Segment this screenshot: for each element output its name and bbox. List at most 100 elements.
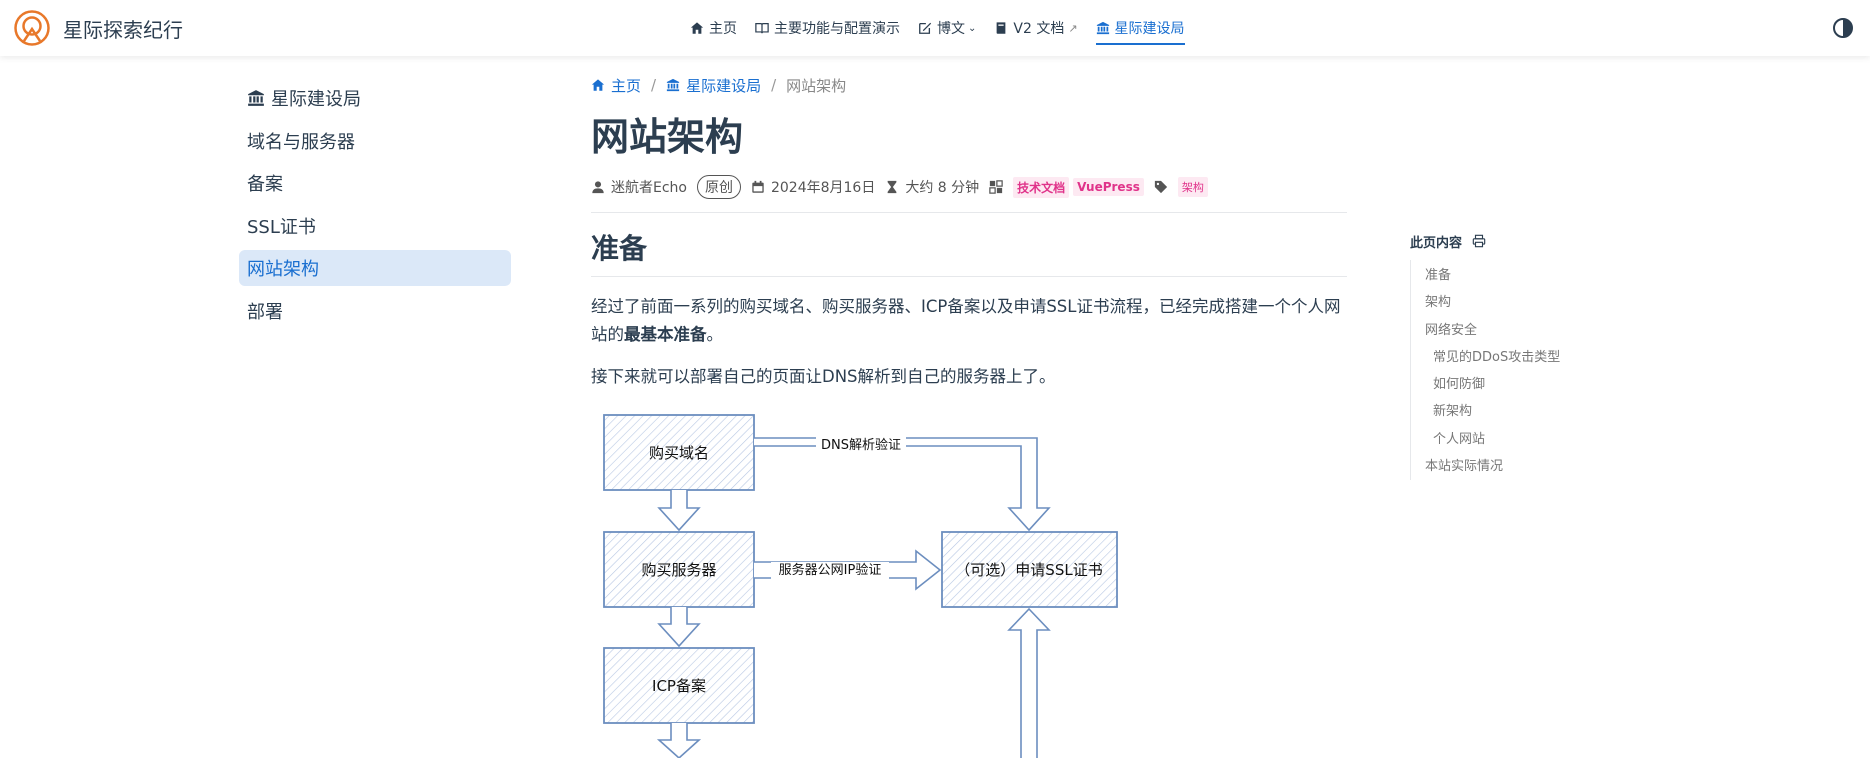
sidebar-item-icp[interactable]: 备案	[239, 165, 511, 201]
author-name: 迷航者Echo	[611, 180, 687, 196]
flow-diagram-svg: 购买域名 购买服务器 ICP备案 （可选）申请SSL证书	[603, 414, 1118, 758]
sidebar-item-construction-bureau[interactable]: 星际建设局	[239, 80, 511, 116]
main-nav: 主页 主要功能与配置演示 博文 ⌄ V2 文档 ↗ 星际建设局	[690, 0, 1203, 56]
toc-item[interactable]: 架构	[1425, 295, 1452, 311]
edit-icon	[919, 22, 932, 34]
topic-tag[interactable]: 架构	[1177, 177, 1208, 197]
sidebar-item-label: 域名与服务器	[247, 131, 355, 153]
sidebar-item-label: 网站架构	[247, 259, 319, 280]
toc-list: 准备 架构 网络安全 常见的DDoS攻击类型 如何防御 新架构 个人网站 本站实…	[1410, 260, 1660, 481]
toc-item[interactable]: 网络安全	[1425, 322, 1478, 338]
main-content: 主页 / 星际建设局 / 网站架构 网站架构 迷航者Echo 原创 2024年8…	[591, 70, 1347, 758]
original-badge: 原创	[696, 175, 741, 199]
sidebar-item-label: SSL证书	[247, 216, 316, 238]
arrow-icp-down	[656, 723, 702, 758]
calendar-icon	[752, 180, 764, 193]
edge-label-bg	[771, 562, 889, 579]
external-link-icon: ↗	[1068, 21, 1078, 35]
table-of-contents: 此页内容 准备 架构 网络安全 常见的DDoS攻击类型 如何防御 新架构 个人网…	[1410, 226, 1660, 481]
nav-label: 博文	[937, 21, 965, 37]
breadcrumb-section[interactable]: 星际建设局	[666, 75, 761, 96]
paragraph-2: 接下来就可以部署自己的页面让DNS解析到自己的服务器上了。	[591, 367, 1056, 386]
sidebar-item-label: 部署	[247, 301, 283, 323]
brand-logo-icon	[14, 10, 50, 46]
box-buy-domain: 购买域名	[603, 414, 755, 491]
breadcrumb-separator: /	[771, 76, 777, 94]
box-buy-server: 购买服务器	[603, 531, 755, 608]
home-icon	[591, 79, 605, 91]
edge-label-server-ip: 服务器公网IP验证	[779, 562, 882, 578]
architecture-flow-diagram: 购买域名 购买服务器 ICP备案 （可选）申请SSL证书	[591, 408, 1151, 758]
nav-item-home[interactable]: 主页	[690, 13, 737, 43]
edge-label-bg	[816, 435, 906, 453]
breadcrumb-separator: /	[651, 76, 657, 94]
sidebar-item-deploy[interactable]: 部署	[239, 293, 511, 329]
breadcrumb: 主页 / 星际建设局 / 网站架构	[591, 70, 1347, 100]
nav-item-features[interactable]: 主要功能与配置演示	[755, 13, 900, 43]
breadcrumb-home-label: 主页	[611, 76, 642, 95]
sidebar-item-label: 星际建设局	[271, 89, 361, 110]
sidebar-item-architecture[interactable]: 网站架构	[239, 250, 511, 286]
brand-link[interactable]: 星际探索纪行	[14, 8, 183, 48]
bank-icon	[666, 78, 680, 92]
edge-label-dns: DNS解析验证	[821, 437, 901, 453]
date-info: 2024年8月16日	[751, 177, 875, 197]
paragraph-text: 经过了前面一系列的购买域名、购买服务器、ICP备案以及申请SSL证书流程，已经完…	[591, 297, 1341, 344]
toc-item[interactable]: 准备	[1425, 268, 1452, 283]
top-navbar: 星际探索纪行 主页 主要功能与配置演示 博文 ⌄ V2 文档 ↗ 星际建设局	[0, 0, 1870, 56]
paragraph-bold-text: 最基本准备	[624, 325, 707, 344]
sidebar-item-domain-server[interactable]: 域名与服务器	[239, 123, 511, 159]
category-tag[interactable]: VuePress	[1073, 178, 1144, 196]
reading-time-info: 大约 8 分钟	[885, 177, 979, 197]
page-meta: 迷航者Echo 原创 2024年8月16日 大约 8 分钟 技术文档 VuePr…	[591, 172, 1347, 202]
sidebar: 星际建设局 域名与服务器 备案 SSL证书 网站架构 部署	[239, 80, 511, 335]
category-tag[interactable]: 技术文档	[1013, 176, 1070, 198]
breadcrumb-current: 网站架构	[786, 76, 847, 95]
bank-icon	[248, 90, 264, 106]
breadcrumb-section-label: 星际建设局	[686, 76, 762, 95]
box-label: 购买服务器	[641, 561, 716, 579]
category-icon	[989, 180, 1003, 194]
box-icp: ICP备案	[603, 647, 755, 724]
section-heading: 准备	[591, 229, 1347, 277]
author-info: 迷航者Echo	[591, 177, 687, 197]
toc-item[interactable]: 常见的DDoS攻击类型	[1433, 349, 1561, 365]
nav-item-construction-bureau[interactable]: 星际建设局	[1095, 13, 1185, 45]
page-title: 网站架构	[591, 115, 744, 159]
reading-time: 大约 8 分钟	[905, 180, 980, 196]
nav-item-v2-docs[interactable]: V2 文档 ↗	[994, 13, 1078, 43]
toc-item[interactable]: 如何防御	[1433, 377, 1486, 393]
box-label: ICP备案	[652, 677, 706, 695]
arrow-domain-to-ssl	[754, 437, 1051, 532]
arrow-up-to-ssl	[1007, 607, 1051, 758]
toc-item[interactable]: 个人网站	[1433, 431, 1486, 447]
nav-label: 主页	[709, 21, 737, 37]
toc-item[interactable]: 本站实际情况	[1425, 459, 1504, 475]
chevron-down-icon: ⌄	[968, 22, 977, 34]
box-label: 购买域名	[649, 444, 709, 462]
nav-label: V2 文档	[1013, 21, 1065, 37]
bank-icon	[1096, 21, 1109, 35]
toc-item[interactable]: 新架构	[1433, 404, 1473, 420]
box-ssl: （可选）申请SSL证书	[941, 531, 1118, 608]
paragraph-text: 。	[706, 325, 724, 344]
hourglass-icon	[887, 180, 897, 194]
toc-title: 此页内容	[1410, 235, 1463, 251]
book-open-icon	[755, 23, 769, 34]
arrow-domain-to-server	[657, 490, 701, 532]
sidebar-item-label: 备案	[247, 174, 283, 195]
paragraph-1: 经过了前面一系列的购买域名、购买服务器、ICP备案以及申请SSL证书流程，已经完…	[591, 293, 1347, 349]
nav-label: 星际建设局	[1114, 21, 1185, 37]
home-icon	[690, 22, 704, 34]
book-icon	[997, 22, 1006, 34]
category-info	[989, 180, 1009, 194]
sidebar-item-ssl[interactable]: SSL证书	[239, 208, 511, 244]
theme-toggle-icon[interactable]	[1832, 17, 1854, 39]
toc-header: 此页内容	[1410, 226, 1660, 256]
breadcrumb-home[interactable]: 主页	[591, 75, 641, 96]
nav-item-posts[interactable]: 博文 ⌄	[918, 13, 976, 43]
user-icon	[592, 181, 604, 194]
print-icon[interactable]	[1472, 234, 1486, 248]
brand-name: 星际探索纪行	[63, 17, 183, 42]
tag-info	[1154, 180, 1174, 194]
